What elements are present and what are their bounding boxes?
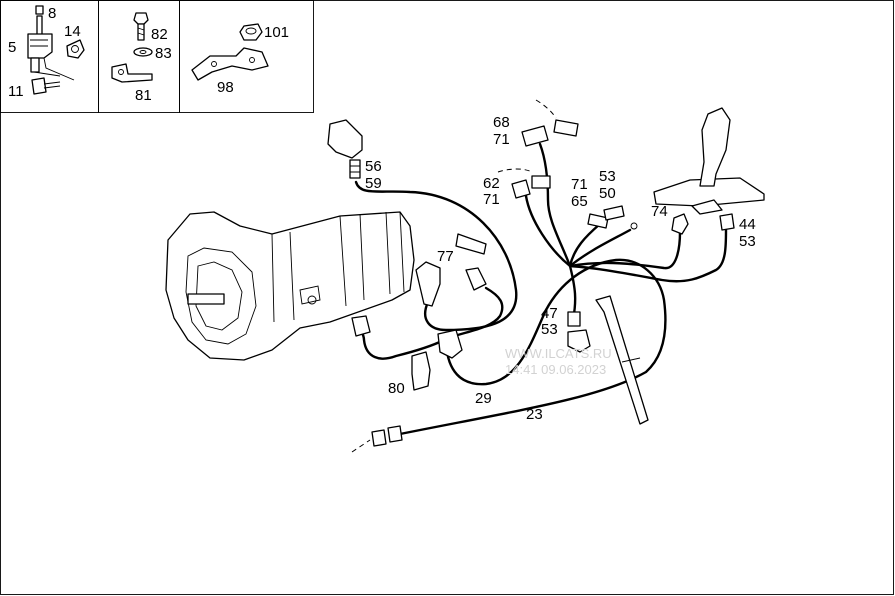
label-50: 50 [599, 185, 616, 202]
plug-77 [415, 233, 487, 307]
label-68: 68 [493, 114, 510, 131]
transmission-housing [165, 211, 415, 361]
label-80: 80 [388, 380, 405, 397]
gear-selector-74 [653, 107, 765, 235]
sensor-left-harness [351, 315, 371, 337]
label-11: 11 [8, 83, 24, 100]
label-23: 23 [526, 406, 543, 423]
watermark-timestamp: 14:41 09.06.2023 [505, 362, 606, 377]
label-77: 77 [437, 248, 454, 265]
part-labels: 8 5 14 11 82 83 81 101 98 68 71 56 59 62… [8, 5, 756, 423]
sensor-56-59 [327, 119, 363, 179]
label-98: 98 [217, 79, 234, 96]
inset-box-bracket-assembly [0, 0, 99, 113]
label-74: 74 [651, 203, 668, 220]
label-29: 29 [475, 390, 492, 407]
label-101: 101 [264, 24, 289, 41]
label-81: 81 [135, 87, 152, 104]
label-44: 44 [739, 216, 756, 233]
label-59: 59 [365, 175, 382, 192]
connector-62-71 [497, 168, 551, 199]
inset-box-bolt-washer-bracket [98, 0, 180, 113]
label-53-c: 53 [541, 321, 558, 338]
label-71-b: 71 [483, 191, 500, 208]
watermark: WWW.ILCATS.RU 14:41 09.06.2023 [505, 346, 612, 377]
connector-44-53 [719, 213, 735, 231]
label-83: 83 [155, 45, 172, 62]
inset-box-nut-plate [179, 0, 314, 113]
clip-80 [411, 351, 431, 391]
label-71-c: 71 [571, 176, 588, 193]
label-8: 8 [48, 5, 56, 22]
label-53-a: 53 [599, 168, 616, 185]
connector-71-65-53-50 [587, 205, 638, 230]
plug-near-29 [437, 329, 463, 359]
label-53-b: 53 [739, 233, 756, 250]
label-14: 14 [64, 23, 81, 40]
label-47: 47 [541, 305, 558, 322]
label-65: 65 [571, 193, 588, 210]
connector-47-53 [567, 311, 591, 353]
bracket-plate-right [595, 295, 649, 425]
label-56: 56 [365, 158, 382, 175]
label-5: 5 [8, 39, 16, 56]
label-71-a: 71 [493, 131, 510, 148]
connector-23 [351, 425, 403, 453]
watermark-site: WWW.ILCATS.RU [505, 346, 612, 361]
label-62: 62 [483, 175, 500, 192]
label-82: 82 [151, 26, 168, 43]
connector-68-71 [521, 99, 579, 147]
